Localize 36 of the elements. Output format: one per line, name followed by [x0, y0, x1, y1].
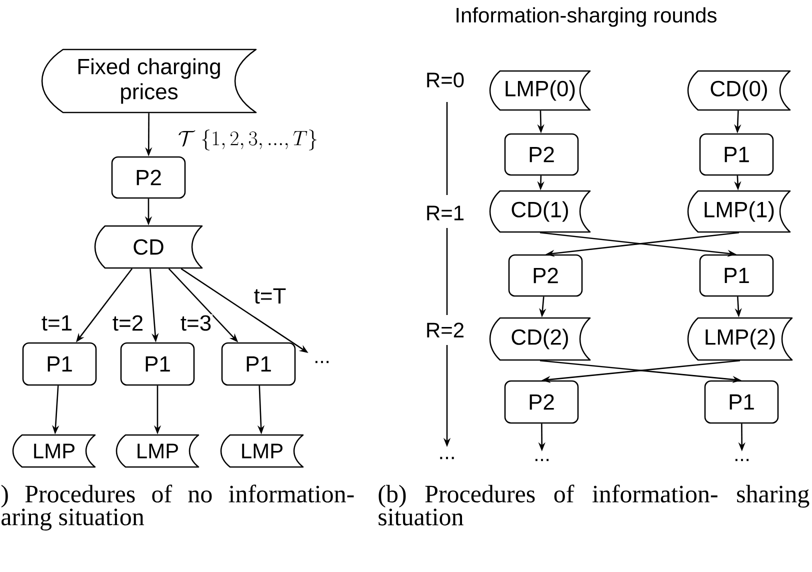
ellipsis-text: ...: [316, 360, 329, 364]
process-box: P1: [120, 342, 195, 386]
round-label: R=0: [427, 72, 464, 88]
document-box: LMP(0): [489, 70, 591, 111]
round-label: R=2: [427, 322, 464, 338]
document-box: LMP: [220, 434, 304, 468]
round-label: ...: [440, 456, 454, 460]
document-box: CD(0): [687, 70, 791, 111]
ellipsis-text: ...: [535, 458, 549, 462]
process-box: P1: [699, 133, 774, 176]
process-box: P1: [704, 380, 779, 424]
document-box: LMP: [12, 434, 96, 468]
process-box: P2: [504, 133, 579, 176]
subfigure-caption: ) Procedures of no information- aring situation: [1, 484, 354, 531]
document-box: Fixed charging prices: [41, 48, 257, 114]
edge-label: t=2: [111, 314, 145, 332]
ellipsis-text: ...: [735, 458, 749, 462]
process-box: P1: [221, 342, 296, 386]
process-box: P1: [699, 254, 774, 297]
document-box: CD(1): [489, 190, 591, 233]
subfigure-caption: (b) Procedures of information- sharing situation: [378, 484, 810, 526]
round-label: R=1: [427, 206, 464, 220]
process-box: P2: [504, 380, 579, 424]
edge-label: t=T: [252, 287, 288, 305]
document-box: LMP(1): [687, 190, 791, 233]
document-box: CD(2): [489, 317, 591, 361]
document-box: CD: [94, 225, 203, 269]
panel-heading: Information-sharging rounds: [456, 7, 716, 27]
edge-label: t=1: [40, 314, 74, 332]
edge-label: $\mathcal{T}\ \{1,2,3,...,T\}$: [177, 128, 319, 152]
edge-label: t=3: [179, 314, 213, 332]
process-box: P2: [111, 156, 186, 199]
process-box: P1: [22, 342, 97, 386]
process-box: P2: [508, 254, 583, 297]
document-box: LMP(2): [687, 317, 793, 361]
document-box: LMP: [116, 434, 200, 468]
